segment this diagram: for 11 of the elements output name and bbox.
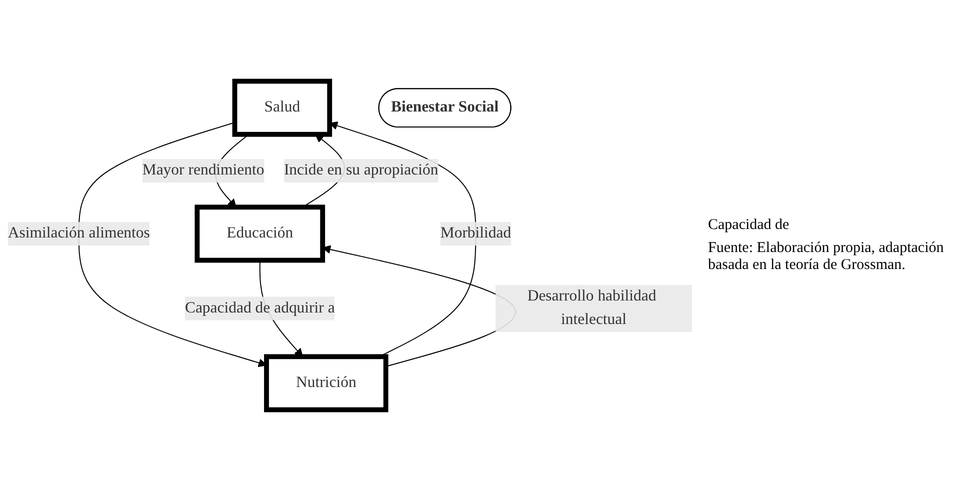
node-box: Nutrición [264, 354, 388, 412]
node-box: Salud [232, 78, 332, 137]
edge-label: Morbilidad [440, 224, 512, 242]
note-text: Capacidad de [708, 217, 790, 234]
edge-label: Asimilación alimentos [8, 224, 150, 242]
edge-label: Mayor rendimiento [142, 162, 264, 179]
edge-label: Incide en su apropiación [284, 162, 438, 179]
edge-label: Desarrollo habilidad intelectual [527, 288, 656, 328]
node-box: Educación [194, 204, 326, 263]
edge-label: Capacidad de adquirir a [184, 300, 335, 316]
source-caption: Fuente: Elaboración propia, adaptación basada en la teoría de Grossman. [708, 240, 945, 274]
